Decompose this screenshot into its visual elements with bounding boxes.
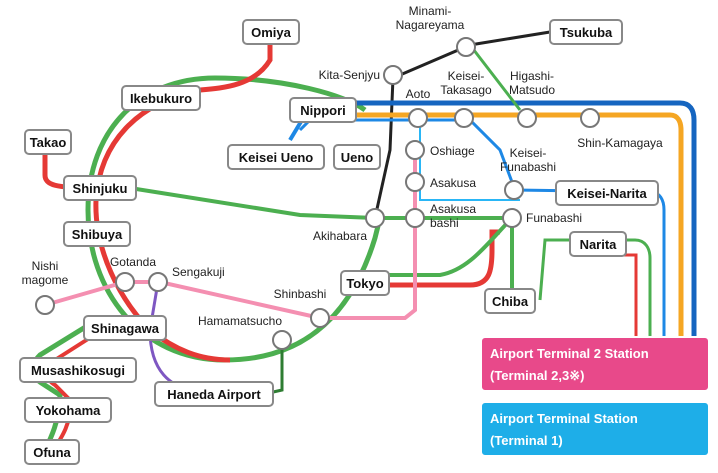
label-ofuna: Ofuna bbox=[33, 445, 71, 460]
label-asakusabashi-2: bashi bbox=[430, 216, 459, 230]
terminal-1-box[interactable] bbox=[480, 401, 710, 457]
nippori-box[interactable] bbox=[289, 97, 357, 123]
station-keisei-takasago[interactable] bbox=[454, 108, 474, 128]
keisei-narita-box[interactable] bbox=[555, 180, 659, 206]
tokyo-box[interactable] bbox=[340, 270, 390, 296]
label-hamamatsucho: Hamamatsucho bbox=[198, 314, 282, 328]
label-akihabara: Akihabara bbox=[313, 229, 367, 243]
skyliner-line bbox=[355, 100, 697, 385]
ofuna-box[interactable] bbox=[24, 439, 80, 465]
label-minami-1: Minami- bbox=[409, 4, 452, 18]
station-keisei-funabashi[interactable] bbox=[504, 180, 524, 200]
label-keisei-narita: Keisei-Narita bbox=[567, 186, 647, 201]
label-higashi-matsudo-2: Matsudo bbox=[509, 83, 555, 97]
terminal-1-title: Airport Terminal Station bbox=[490, 411, 638, 426]
label-nishi-magome-1: Nishi bbox=[32, 259, 59, 273]
haneda-box[interactable] bbox=[154, 381, 274, 407]
station-asakusabashi[interactable] bbox=[405, 208, 425, 228]
label-ikebukuro: Ikebukuro bbox=[130, 91, 192, 106]
label-funabashi: Funabashi bbox=[526, 211, 582, 225]
boxed-station-frames bbox=[19, 19, 659, 465]
label-oshiage: Oshiage bbox=[430, 144, 475, 158]
musashikosugi-box[interactable] bbox=[19, 357, 137, 383]
label-tsukuba: Tsukuba bbox=[560, 25, 613, 40]
label-ueno: Ueno bbox=[341, 150, 374, 165]
takao-box[interactable] bbox=[24, 129, 72, 155]
label-shinagawa: Shinagawa bbox=[91, 321, 160, 336]
station-gotanda[interactable] bbox=[115, 272, 135, 292]
label-sengakuji: Sengakuji bbox=[172, 265, 225, 279]
ueno-box[interactable] bbox=[333, 144, 381, 170]
narita-line bbox=[538, 238, 652, 390]
terminal-2-box[interactable] bbox=[480, 336, 710, 392]
label-aoto: Aoto bbox=[406, 87, 431, 101]
station-hamamatsucho[interactable] bbox=[272, 330, 292, 350]
label-keisei-takasago-2: Takasago bbox=[440, 83, 492, 97]
label-gotanda: Gotanda bbox=[110, 255, 156, 269]
label-higashi-matsudo-1: Higashi- bbox=[510, 69, 554, 83]
sobu-rapid-line bbox=[370, 229, 500, 288]
terminal-2-subtitle: (Terminal 2,3※) bbox=[490, 368, 584, 383]
keisei-ueno-box[interactable] bbox=[227, 144, 325, 170]
label-kita-senjyu: Kita-Senjyu bbox=[319, 68, 380, 82]
hokuso-line bbox=[468, 44, 522, 111]
label-takao: Takao bbox=[30, 135, 67, 150]
yamanote-line bbox=[85, 75, 383, 363]
station-higashi-matsudo[interactable] bbox=[517, 108, 537, 128]
station-shin-kamagaya[interactable] bbox=[580, 108, 600, 128]
label-asakusabashi-1: Asakusa bbox=[430, 202, 476, 216]
ikebukuro-box[interactable] bbox=[121, 85, 201, 111]
label-yokohama: Yokohama bbox=[36, 403, 102, 418]
label-haneda-airport: Haneda Airport bbox=[167, 387, 261, 402]
label-shinbashi: Shinbashi bbox=[274, 287, 327, 301]
shibuya-box[interactable] bbox=[63, 221, 131, 247]
station-funabashi[interactable] bbox=[502, 208, 522, 228]
label-nishi-magome-2: magome bbox=[22, 273, 69, 287]
label-minami-2: Nagareyama bbox=[396, 18, 465, 32]
label-omiya: Omiya bbox=[251, 25, 292, 40]
label-chiba: Chiba bbox=[492, 294, 529, 309]
terminal-1-subtitle: (Terminal 1) bbox=[490, 433, 563, 448]
station-asakusa[interactable] bbox=[405, 172, 425, 192]
sobu-green-line bbox=[378, 213, 520, 302]
station-oshiage[interactable] bbox=[405, 140, 425, 160]
shinagawa-box[interactable] bbox=[83, 315, 167, 341]
label-shinjuku: Shinjuku bbox=[73, 181, 128, 196]
label-keisei-funabashi-2: Funabashi bbox=[500, 160, 556, 174]
label-keisei-ueno: Keisei Ueno bbox=[239, 150, 313, 165]
chiba-box[interactable] bbox=[484, 288, 536, 314]
shinjuku-box[interactable] bbox=[63, 175, 137, 201]
station-sengakuji[interactable] bbox=[148, 272, 168, 292]
narita-box[interactable] bbox=[569, 231, 627, 257]
label-keisei-funabashi-1: Keisei- bbox=[510, 146, 547, 160]
chuo-sobu-line bbox=[129, 186, 512, 220]
yokohama-box[interactable] bbox=[24, 397, 112, 423]
label-keisei-takasago-1: Keisei- bbox=[448, 69, 485, 83]
access-express-line bbox=[355, 112, 684, 390]
label-shin-kamagaya: Shin-Kamagaya bbox=[577, 136, 663, 150]
station-markers bbox=[35, 37, 600, 350]
label-narita: Narita bbox=[580, 237, 618, 252]
label-nippori: Nippori bbox=[300, 103, 346, 118]
tsukuba-box[interactable] bbox=[549, 19, 623, 45]
station-nishi-magome[interactable] bbox=[35, 295, 55, 315]
omiya-box[interactable] bbox=[242, 19, 300, 45]
label-asakusa: Asakusa bbox=[430, 176, 476, 190]
label-musashikosugi: Musashikosugi bbox=[31, 363, 125, 378]
station-kita-senjyu[interactable] bbox=[383, 65, 403, 85]
label-shibuya: Shibuya bbox=[72, 227, 123, 242]
station-aoto[interactable] bbox=[408, 108, 428, 128]
station-shinbashi[interactable] bbox=[310, 308, 330, 328]
label-tokyo: Tokyo bbox=[346, 276, 383, 291]
station-minami-nagareyama[interactable] bbox=[456, 37, 476, 57]
station-akihabara[interactable] bbox=[365, 208, 385, 228]
terminal-2-title: Airport Terminal 2 Station bbox=[490, 346, 649, 361]
